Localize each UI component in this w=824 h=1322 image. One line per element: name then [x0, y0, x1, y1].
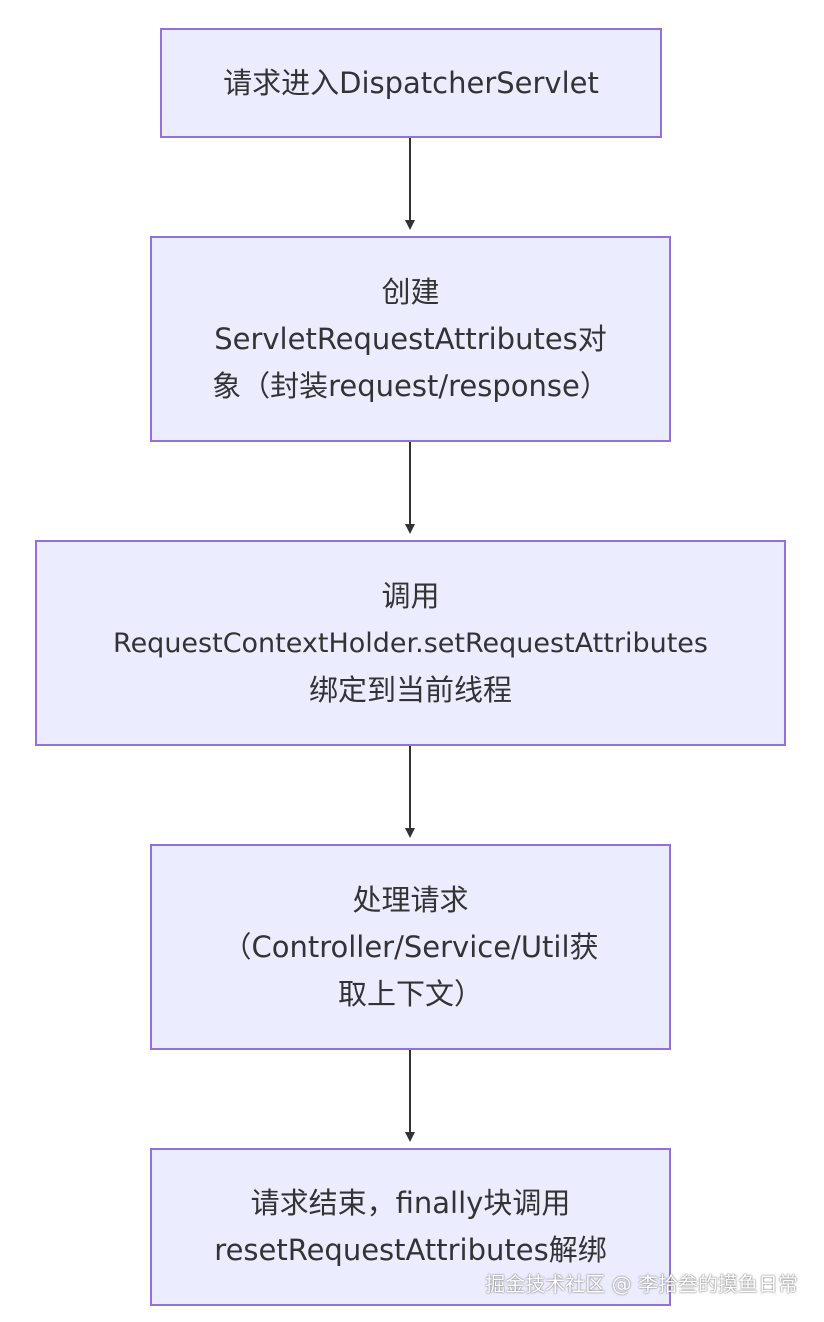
- node-label-line: RequestContextHolder.setRequestAttribute…: [113, 627, 708, 659]
- node-label-line: （Controller/Service/Util获: [222, 929, 599, 964]
- node-label-line: ServletRequestAttributes对: [214, 321, 607, 356]
- node-enter-dispatcher: 请求进入DispatcherServlet: [160, 28, 662, 138]
- node-label-line: 象（封装request/response）: [212, 368, 609, 403]
- node-label-line: 请求结束，finally块调用: [250, 1186, 571, 1220]
- node-label-line: 处理请求: [352, 882, 469, 917]
- node-create-attributes: 创建 ServletRequestAttributes对 象（封装request…: [150, 236, 671, 442]
- watermark: 掘金技术社区 @ 李拾叁的摸鱼日常: [485, 1272, 798, 1296]
- node-label-line: 请求进入DispatcherServlet: [223, 65, 599, 100]
- node-set-attributes: 调用 RequestContextHolder.setRequestAttrib…: [35, 540, 786, 746]
- node-label-line: 创建: [381, 274, 440, 309]
- node-label-line: 取上下文）: [337, 976, 483, 1011]
- node-reset-attributes: 请求结束，finally块调用 resetRequestAttributes解绑: [150, 1148, 671, 1306]
- node-handle-request: 处理请求 （Controller/Service/Util获 取上下文）: [150, 844, 671, 1050]
- node-label-line: 绑定到当前线程: [308, 672, 512, 707]
- node-label-line: resetRequestAttributes解绑: [214, 1233, 607, 1267]
- node-label-line: 调用: [381, 578, 440, 613]
